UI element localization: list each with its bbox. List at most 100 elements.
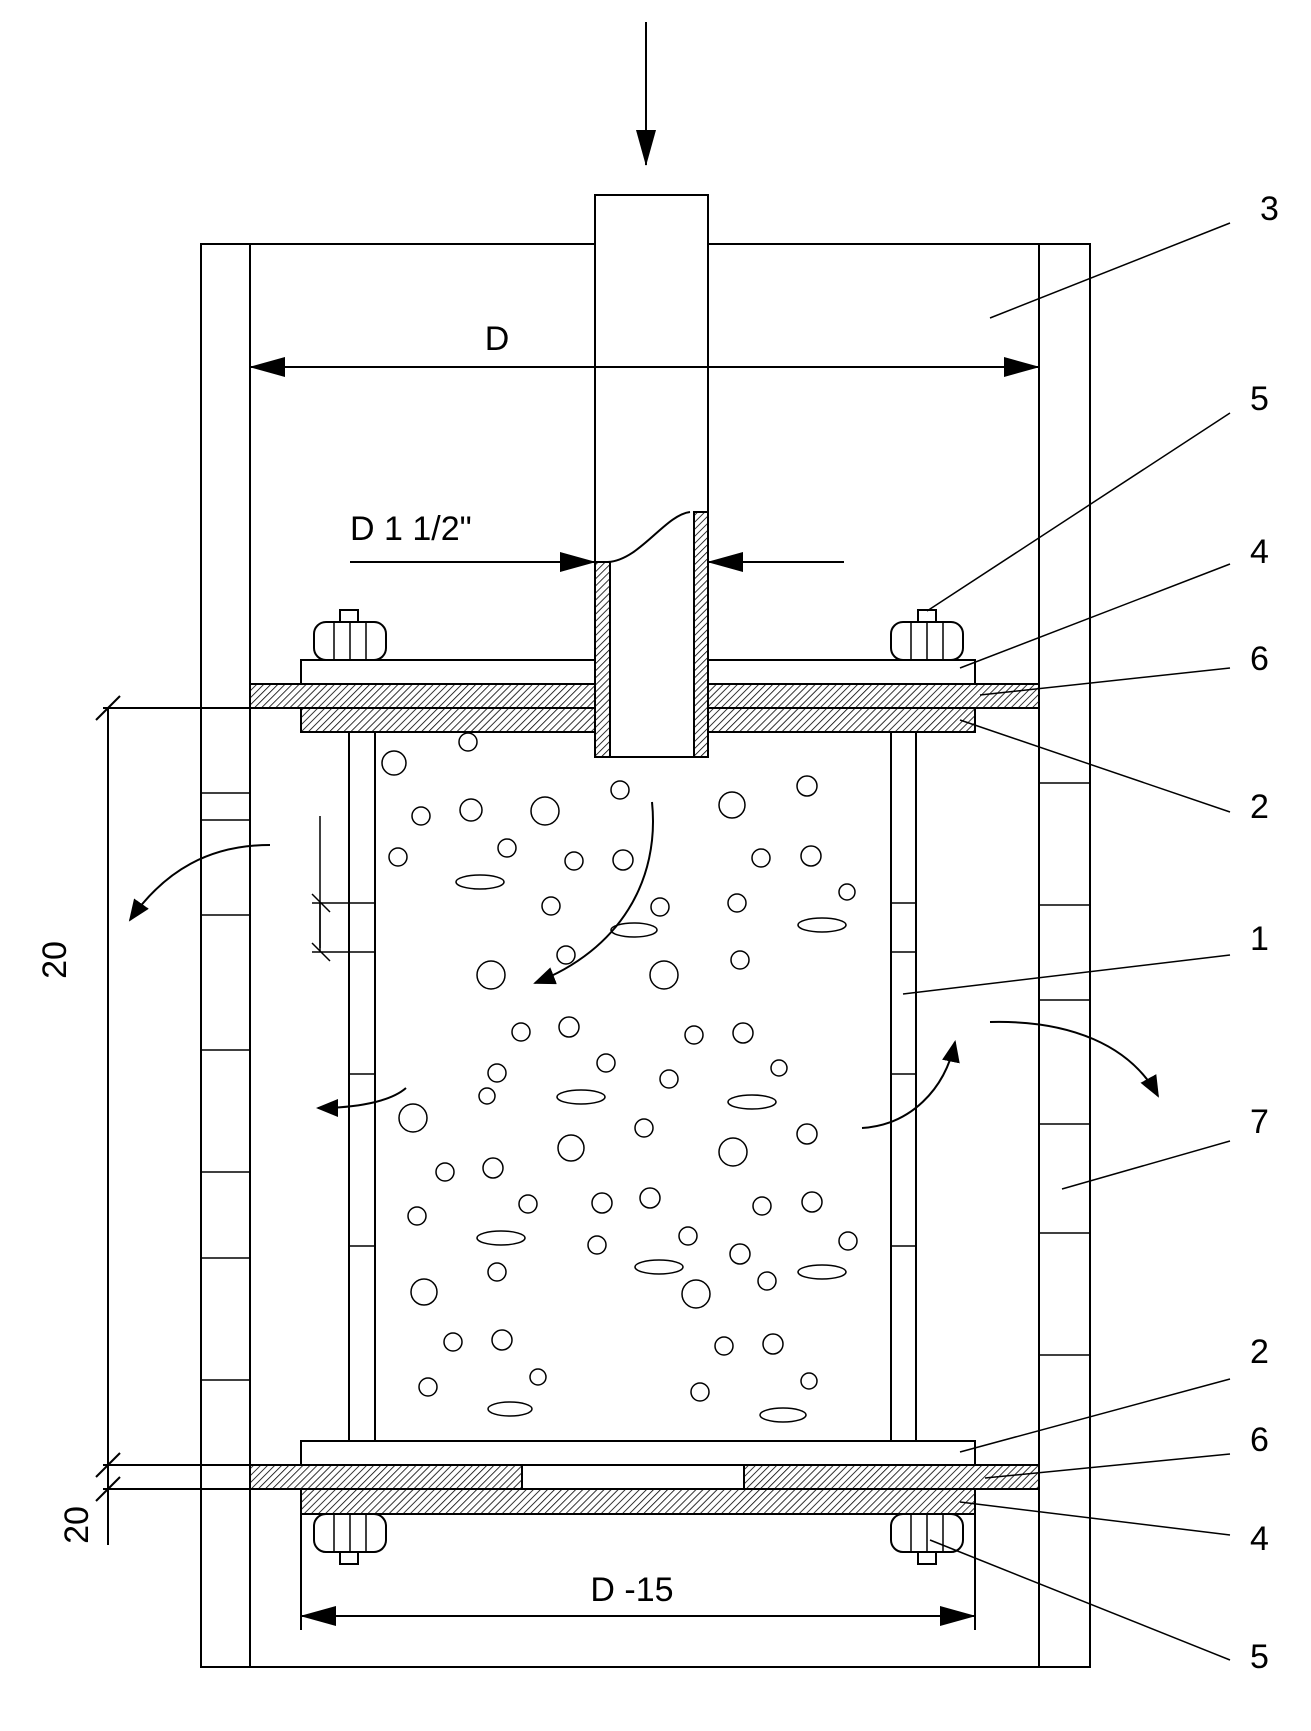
media-flake [759, 1407, 807, 1423]
top-left-bolt [313, 609, 387, 661]
dimension-gap-label: 20 [58, 1506, 96, 1544]
callout-5-bottom: 5 [1250, 1638, 1269, 1676]
media-granule [838, 883, 856, 901]
media-granule [649, 960, 679, 990]
media-granule [838, 1231, 858, 1251]
callout-2-top: 2 [1250, 788, 1269, 826]
media-granule [732, 1022, 754, 1044]
media-granule [596, 1053, 616, 1073]
media-granule [511, 1022, 531, 1042]
dimension-height: 20 20 [36, 695, 250, 1545]
outer-screen-right [1039, 782, 1090, 1356]
media-granule [718, 1137, 748, 1167]
media-flake [797, 917, 847, 933]
media-granule [730, 950, 750, 970]
bottom-right-bolt [890, 1513, 964, 1565]
media-granule [491, 1329, 513, 1351]
media-granule [487, 1262, 507, 1282]
callout-2-bottom: 2 [1250, 1333, 1269, 1371]
media-granule [718, 791, 746, 819]
media-granule [478, 1087, 496, 1105]
media-granule [487, 1063, 507, 1083]
bottom-left-bolt [313, 1513, 387, 1565]
callout-1: 1 [1250, 920, 1269, 958]
filter-media [381, 732, 858, 1423]
media-granule [762, 1333, 784, 1355]
top-right-bolt [890, 609, 964, 661]
callout-4-top: 4 [1250, 533, 1269, 571]
media-flake [487, 1401, 533, 1417]
media-flake [476, 1230, 526, 1246]
media-granule [796, 1123, 818, 1145]
media-granule [659, 1069, 679, 1089]
callout-4-bottom: 4 [1250, 1520, 1269, 1558]
media-granule [497, 838, 517, 858]
media-granule [435, 1162, 455, 1182]
media-granule [388, 847, 408, 867]
media-granule [557, 1134, 585, 1162]
callout-5-top: 5 [1250, 380, 1269, 418]
media-granule [556, 945, 576, 965]
callout-6-top: 6 [1250, 640, 1269, 678]
media-granule [634, 1118, 654, 1138]
media-granule [690, 1382, 710, 1402]
callout-7: 7 [1250, 1103, 1269, 1141]
media-granule [770, 1059, 788, 1077]
media-flake [610, 922, 658, 938]
top-assembly [249, 609, 1040, 733]
media-granule [757, 1271, 777, 1291]
media-granule [476, 960, 506, 990]
media-granule [650, 897, 670, 917]
media-granule [727, 893, 747, 913]
callout-3: 3 [1260, 190, 1279, 228]
media-granule [714, 1336, 734, 1356]
media-granule [610, 780, 630, 800]
dimension-d: D [249, 320, 1040, 377]
dimension-pipe: D 1 1/2" [350, 510, 844, 572]
media-flake [727, 1094, 777, 1110]
media-granule [591, 1192, 613, 1214]
media-granule [407, 1206, 427, 1226]
media-granule [530, 796, 560, 826]
media-granule [800, 1372, 818, 1390]
media-granule [529, 1368, 547, 1386]
filter-cage [348, 732, 917, 1441]
dimension-flange-width-label: D -15 [590, 1571, 673, 1609]
media-granule [418, 1377, 438, 1397]
media-granule [801, 1191, 823, 1213]
media-granule [411, 806, 431, 826]
media-granule [443, 1332, 463, 1352]
dimension-height-label: 20 [36, 941, 74, 979]
media-granule [482, 1157, 504, 1179]
media-flake [556, 1089, 606, 1105]
media-granule [751, 848, 771, 868]
media-granule [541, 896, 561, 916]
media-granule [681, 1279, 711, 1309]
bottom-assembly [249, 1440, 1040, 1565]
media-flake [634, 1259, 684, 1275]
media-granule [564, 851, 584, 871]
callout-6-bottom: 6 [1250, 1421, 1269, 1459]
media-granule [684, 1025, 704, 1045]
media-granule [612, 849, 634, 871]
media-granule [398, 1103, 428, 1133]
dimension-d-label: D [485, 320, 510, 358]
media-granule [678, 1226, 698, 1246]
dimension-pipe-label: D 1 1/2" [350, 510, 472, 548]
media-granule [458, 732, 478, 752]
media-granule [752, 1196, 772, 1216]
media-granule [410, 1278, 438, 1306]
media-flake [455, 874, 505, 890]
media-granule [729, 1243, 751, 1265]
dimension-flange-width: D -15 [300, 1514, 976, 1630]
inlet-pipe [594, 22, 709, 758]
media-granule [587, 1235, 607, 1255]
media-granule [381, 750, 407, 776]
flow-arrows [128, 801, 1159, 1129]
outer-screen-left [201, 792, 250, 1381]
media-granule [459, 798, 483, 822]
part-callouts: 3 5 4 6 2 1 7 2 6 4 5 [902, 190, 1279, 1676]
media-granule [558, 1016, 580, 1038]
media-granule [796, 775, 818, 797]
